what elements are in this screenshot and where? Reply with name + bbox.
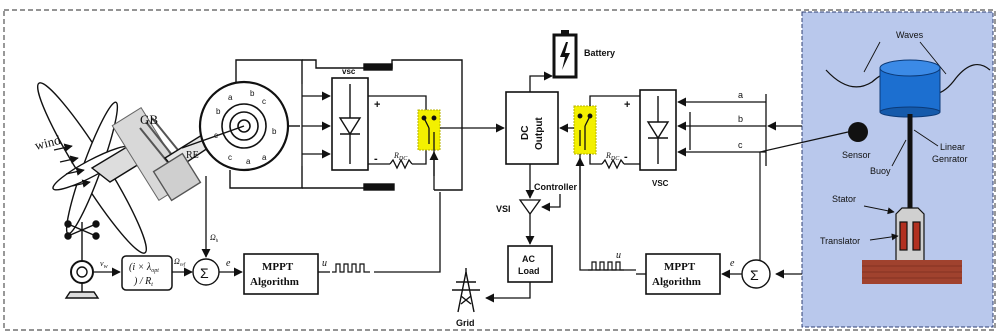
pmsg-generator (181, 80, 290, 172)
buoy-icon (879, 59, 941, 118)
vsc-left-label: vsc (342, 67, 356, 76)
rotor-end-label: RE (186, 150, 199, 161)
mppt-left-label-1: MPPT (262, 261, 294, 273)
vsi-label: VSI (496, 204, 511, 214)
linear-generator-label-2: Genrator (932, 154, 968, 164)
mppt-left-box (243, 253, 319, 295)
comparator-left-symbol: Σ (200, 265, 209, 281)
gen-a3: a (246, 157, 251, 166)
pwm-left-icon (332, 263, 370, 273)
ac-load-label-2: Load (518, 266, 540, 276)
buoy-pointer (891, 139, 907, 167)
tsr-formula-line-1: (i × λopt (129, 262, 159, 274)
mppt-right-box (645, 253, 721, 295)
generator-wiring (229, 59, 463, 191)
vsc-left-diode-icon (338, 84, 362, 164)
linear-generator-stator (895, 207, 925, 269)
gen-a2: a (262, 153, 267, 162)
phase-b-label: b (738, 114, 743, 124)
ac-load-box (507, 245, 553, 283)
minus-left: - (374, 153, 378, 165)
gen-c2: c (214, 131, 218, 140)
omega-h-label: Ωh (210, 233, 219, 244)
stator-label: Stator (832, 194, 856, 204)
tsr-formula-line-2: ) / Rt (133, 276, 153, 288)
r-dc-left: RDC (393, 151, 408, 162)
pwm-right-icon (588, 261, 624, 271)
omega-ref-label: Ωref (174, 257, 186, 268)
dc-link-left (368, 95, 427, 170)
phase-a-label: a (738, 90, 743, 100)
sensor-label: Sensor (842, 150, 871, 160)
gen-b2: b (272, 127, 277, 136)
controller-label: Controller (534, 182, 577, 192)
transmission-tower-icon (452, 268, 480, 313)
dc-output-label-2: Output (534, 117, 545, 150)
anemometer-icon (64, 220, 100, 299)
dc-link-right (589, 95, 640, 170)
mppt-right-label-2: Algorithm (652, 276, 701, 288)
waves-pointers (863, 41, 947, 75)
controller-signal (541, 194, 561, 212)
mppt-left-label-2: Algorithm (250, 276, 299, 288)
dc-to-battery (529, 71, 553, 92)
plus-left: + (374, 99, 380, 111)
translator-label: Translator (820, 236, 860, 246)
wind-arrows (53, 143, 91, 188)
linear-generator-pointer (913, 129, 939, 147)
pwm-to-switch-left (374, 192, 441, 273)
minus-right: - (624, 151, 628, 163)
gen-c1: c (262, 97, 266, 106)
translator-pointer (869, 233, 899, 241)
vsi-triangle-icon (518, 199, 542, 216)
buoy-label: Buoy (870, 166, 891, 176)
battery-icon (552, 30, 578, 79)
mppt-right-label-1: MPPT (664, 261, 696, 273)
gearbox-label: GB (140, 112, 158, 127)
linear-generator-label-1: Linear (940, 142, 965, 152)
e-left: e (226, 258, 231, 269)
wind-label: wind (33, 132, 62, 153)
sensor-icon (848, 122, 868, 142)
ac-load-label-1: AC (522, 254, 535, 264)
plus-right: + (624, 99, 630, 111)
u-left: u (322, 258, 327, 269)
waves-label: Waves (896, 30, 924, 40)
dc-output-box (505, 91, 559, 165)
load-to-grid (485, 282, 531, 303)
switch-right-contacts (577, 113, 593, 150)
three-phase-bus (677, 94, 802, 166)
vsc-left-inputs (301, 84, 331, 166)
gen-c3: c (228, 153, 232, 162)
e-right: e (730, 258, 735, 269)
vsc-right-diode-icon (646, 96, 670, 164)
sensor-wire (759, 131, 849, 274)
r-dc-right: RDC (605, 151, 620, 162)
phase-c-label: c (738, 140, 743, 150)
grid-label: Grid (456, 318, 475, 328)
u-right: u (616, 250, 621, 261)
mppt-right-to-switch (579, 154, 636, 271)
v-w-label: vw (100, 259, 108, 270)
gen-b1: b (216, 107, 221, 116)
wind-turbine-icon (36, 82, 222, 254)
stator-pointer (863, 205, 895, 215)
gen-a1: a (228, 93, 233, 102)
tsr-formula-box (121, 255, 173, 291)
vsc-right-label: VSC (652, 179, 669, 188)
comparator-right-symbol: Σ (750, 267, 759, 283)
switch-left-contacts (421, 115, 439, 190)
dc-output-label-1: DC (520, 126, 531, 140)
battery-label: Battery (584, 48, 615, 58)
seabed-hatch (862, 265, 962, 279)
gen-b3: b (250, 89, 255, 98)
